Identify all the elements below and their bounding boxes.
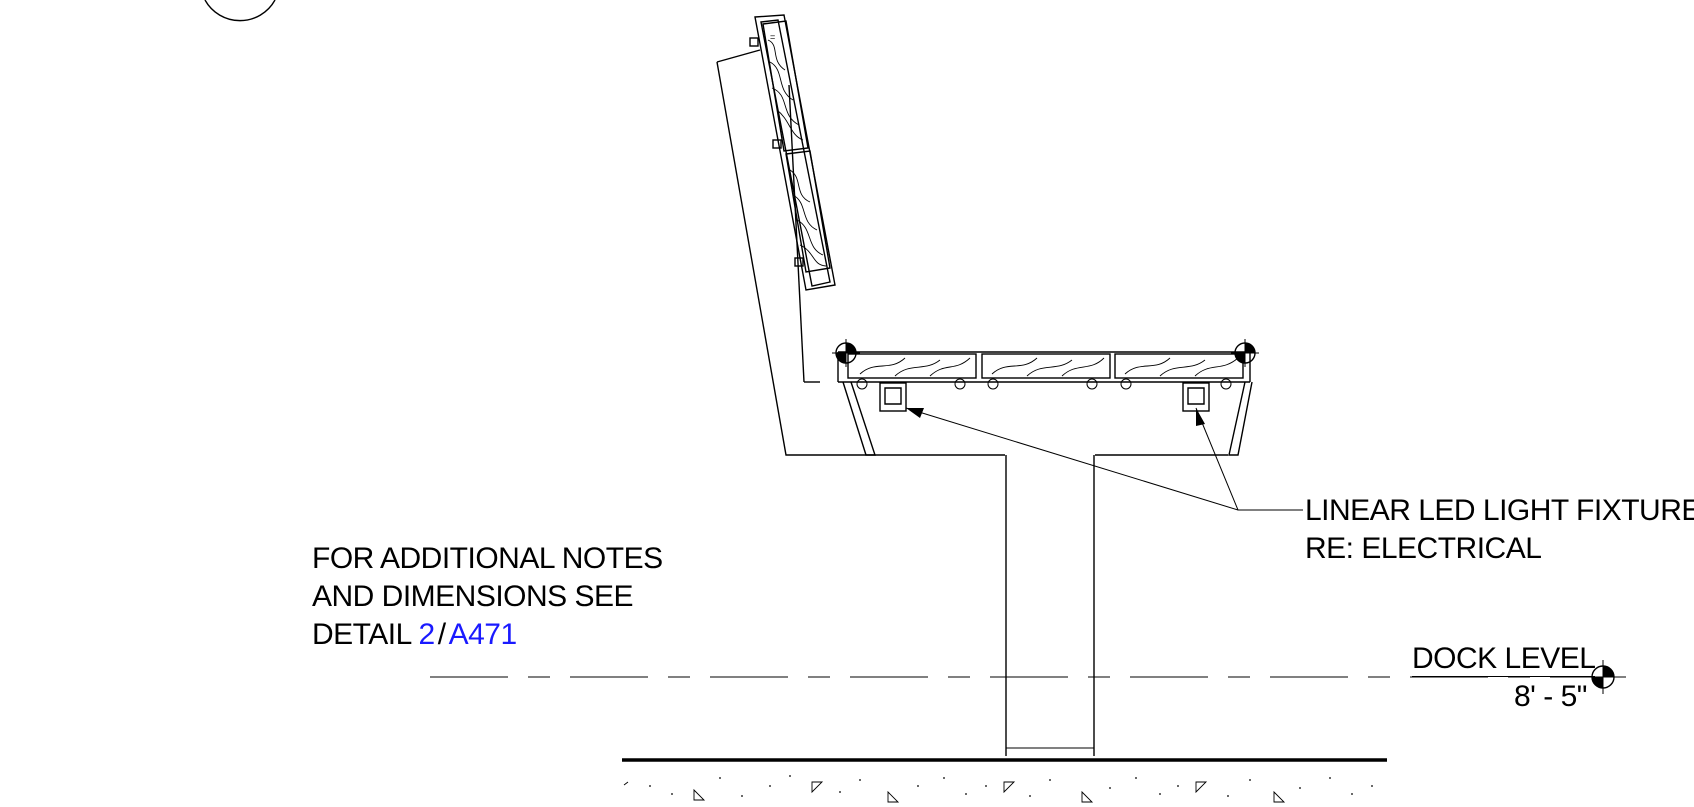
backrest: = — [749, 14, 836, 291]
led-fixture-right — [1182, 382, 1210, 412]
level-name: DOCK LEVEL — [1412, 642, 1596, 677]
bolt-crosshair-icon — [1231, 339, 1259, 367]
level-datum-icon — [1586, 660, 1626, 694]
concrete-stipple — [649, 775, 1373, 797]
fixture-leader — [905, 407, 1303, 511]
detail-separator: / — [437, 618, 446, 651]
detail-sheet-link[interactable]: A471 — [448, 618, 518, 651]
led-fixture-left — [879, 382, 907, 412]
fixture-callout: LINEAR LED LIGHT FIXTURE RE: ELECTRICAL — [1305, 492, 1694, 568]
bolt-crosshair-icon — [832, 339, 860, 367]
fixture-callout-line2: RE: ELECTRICAL — [1305, 532, 1542, 565]
svg-text:=: = — [770, 32, 775, 42]
fixture-callout-line1: LINEAR LED LIGHT FIXTURE — [1305, 494, 1694, 527]
concrete-support — [716, 49, 1228, 756]
additional-notes-line1: FOR ADDITIONAL NOTES — [312, 542, 663, 575]
level-elevation: 8' - 5" — [1514, 680, 1587, 713]
additional-notes-line2: AND DIMENSIONS SEE — [312, 580, 634, 613]
detail-reference: DETAIL 2/A471 — [312, 616, 663, 654]
additional-notes: FOR ADDITIONAL NOTES AND DIMENSIONS SEE … — [312, 540, 663, 654]
seat-frame — [837, 351, 1253, 456]
concrete-hatch — [623, 781, 1286, 803]
detail-title-circle — [204, 0, 276, 22]
detail-number-link[interactable]: 2 — [418, 618, 436, 651]
detail-prefix: DETAIL — [312, 618, 411, 651]
seat-boards — [847, 353, 1244, 379]
